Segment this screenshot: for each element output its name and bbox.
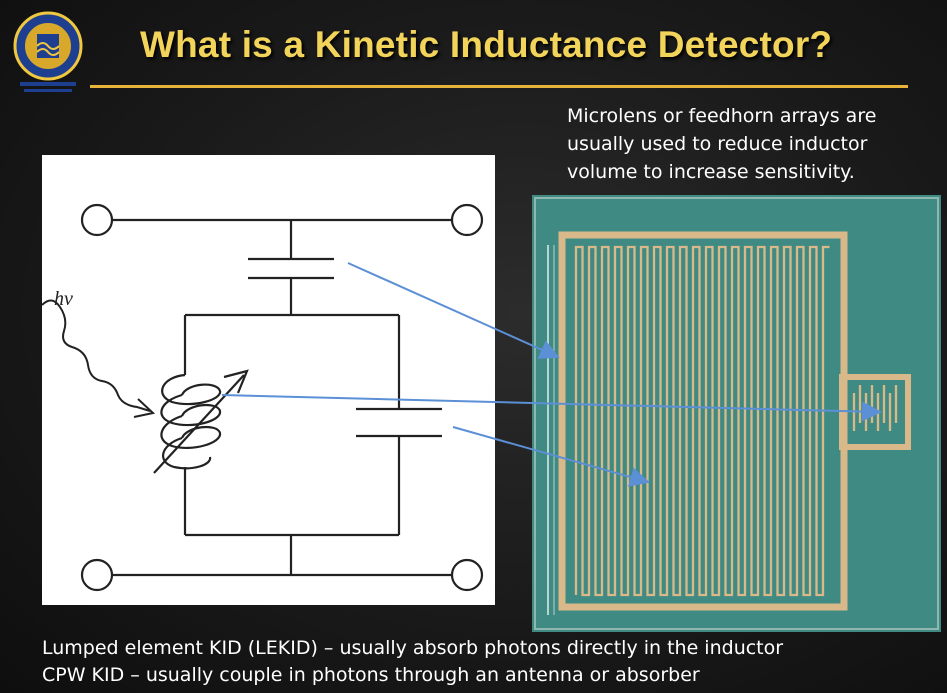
variable-inductor [153,369,249,480]
sensitivity-note: Microlens or feedhorn arrays are usually… [567,105,877,183]
slide-title: What is a Kinetic Inductance Detector? [140,24,833,65]
lekid-chip-micrograph [532,195,941,632]
bullet-list: Lumped element KID (LEKID) – usually abs… [42,635,942,689]
photon-energy-label: hv [54,288,73,310]
title-underline [90,85,908,88]
terminal-top-right [450,203,484,237]
lc-resonator-schematic: hv [42,155,495,605]
bullet-cpw-kid: CPW KID – usually couple in photons thro… [42,664,700,686]
photon-wave [42,299,151,412]
bullet-lekid: Lumped element KID (LEKID) – usually abs… [42,637,784,659]
university-seal-logo [13,11,83,92]
terminal-top-left [80,203,114,237]
terminal-bottom-left [80,558,114,592]
terminal-bottom-right [450,558,484,592]
